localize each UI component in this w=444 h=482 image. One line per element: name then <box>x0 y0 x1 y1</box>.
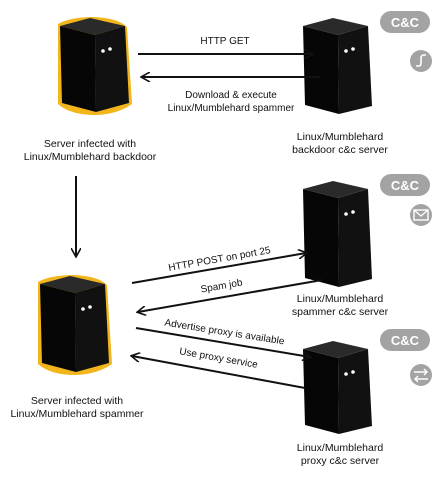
label-spam-job: Spam job <box>200 277 244 295</box>
caption-infected-backdoor: Server infected with Linux/Mumblehard ba… <box>23 138 157 163</box>
label-http-get: HTTP GET <box>200 36 249 47</box>
arrow-advertise-proxy <box>135 327 310 357</box>
label-http-post: HTTP POST on port 25 <box>168 245 272 274</box>
arrow-use-proxy <box>132 356 306 389</box>
proxy-cc-server <box>303 341 372 434</box>
infected-backdoor-server <box>58 17 132 115</box>
svg-text:C&C: C&C <box>391 333 420 348</box>
signature-icon <box>410 50 432 72</box>
caption-backdoor-cc: Linux/Mumblehard backdoor c&c server <box>292 131 388 156</box>
backdoor-cc-badge: C&C <box>380 11 430 33</box>
swap-arrows-icon <box>410 364 432 386</box>
spammer-cc-server <box>303 181 372 287</box>
server-led-icon <box>81 307 85 311</box>
label-download-line1: Download & execute <box>185 90 277 101</box>
label-download-line2: Linux/Mumblehard spammer <box>168 103 295 114</box>
backdoor-cc-server <box>303 18 372 114</box>
svg-text:C&C: C&C <box>391 178 420 193</box>
infected-spammer-server <box>38 275 112 375</box>
proxy-cc-badge: C&C <box>380 329 430 351</box>
svg-text:C&C: C&C <box>391 15 420 30</box>
caption-proxy-cc: Linux/Mumblehard proxy c&c server <box>296 442 384 467</box>
caption-spammer-cc: Linux/Mumblehard spammer c&c server <box>291 293 389 318</box>
server-led-icon <box>101 49 105 53</box>
arrow-spam-job <box>138 279 323 312</box>
arrow-http-post <box>131 253 306 284</box>
envelope-icon <box>410 204 432 226</box>
spammer-cc-badge: C&C <box>380 174 430 196</box>
caption-infected-spammer: Server infected with Linux/Mumblehard sp… <box>10 395 144 420</box>
